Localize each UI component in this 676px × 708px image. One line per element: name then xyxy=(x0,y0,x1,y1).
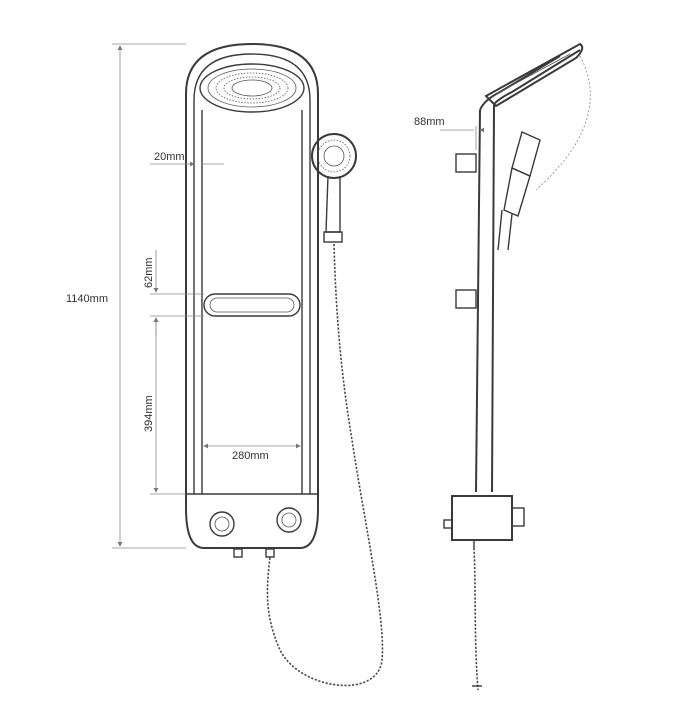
hand-shower-side xyxy=(497,131,541,251)
rain-shower-head xyxy=(199,63,305,113)
dim-overall-height: 1140mm xyxy=(66,293,108,305)
front-dimensions xyxy=(112,43,301,549)
shelf xyxy=(203,293,301,317)
dim-side-offset: 88mm xyxy=(414,116,445,128)
hose xyxy=(266,243,384,687)
panel-outline xyxy=(185,42,319,549)
wall-bracket-top xyxy=(455,153,477,173)
dim-lower-height: 394mm xyxy=(143,395,155,432)
hand-shower xyxy=(311,133,357,243)
dim-panel-width: 280mm xyxy=(232,450,269,462)
dim-shelf-height: 62mm xyxy=(143,257,155,288)
dim-top-gap: 20mm xyxy=(154,151,185,163)
rain-head-side xyxy=(484,42,584,108)
front-view xyxy=(112,42,384,687)
wall-bracket-mid xyxy=(455,289,477,309)
control-base xyxy=(186,493,318,558)
side-view xyxy=(440,42,591,691)
thermostat-block xyxy=(443,495,525,548)
